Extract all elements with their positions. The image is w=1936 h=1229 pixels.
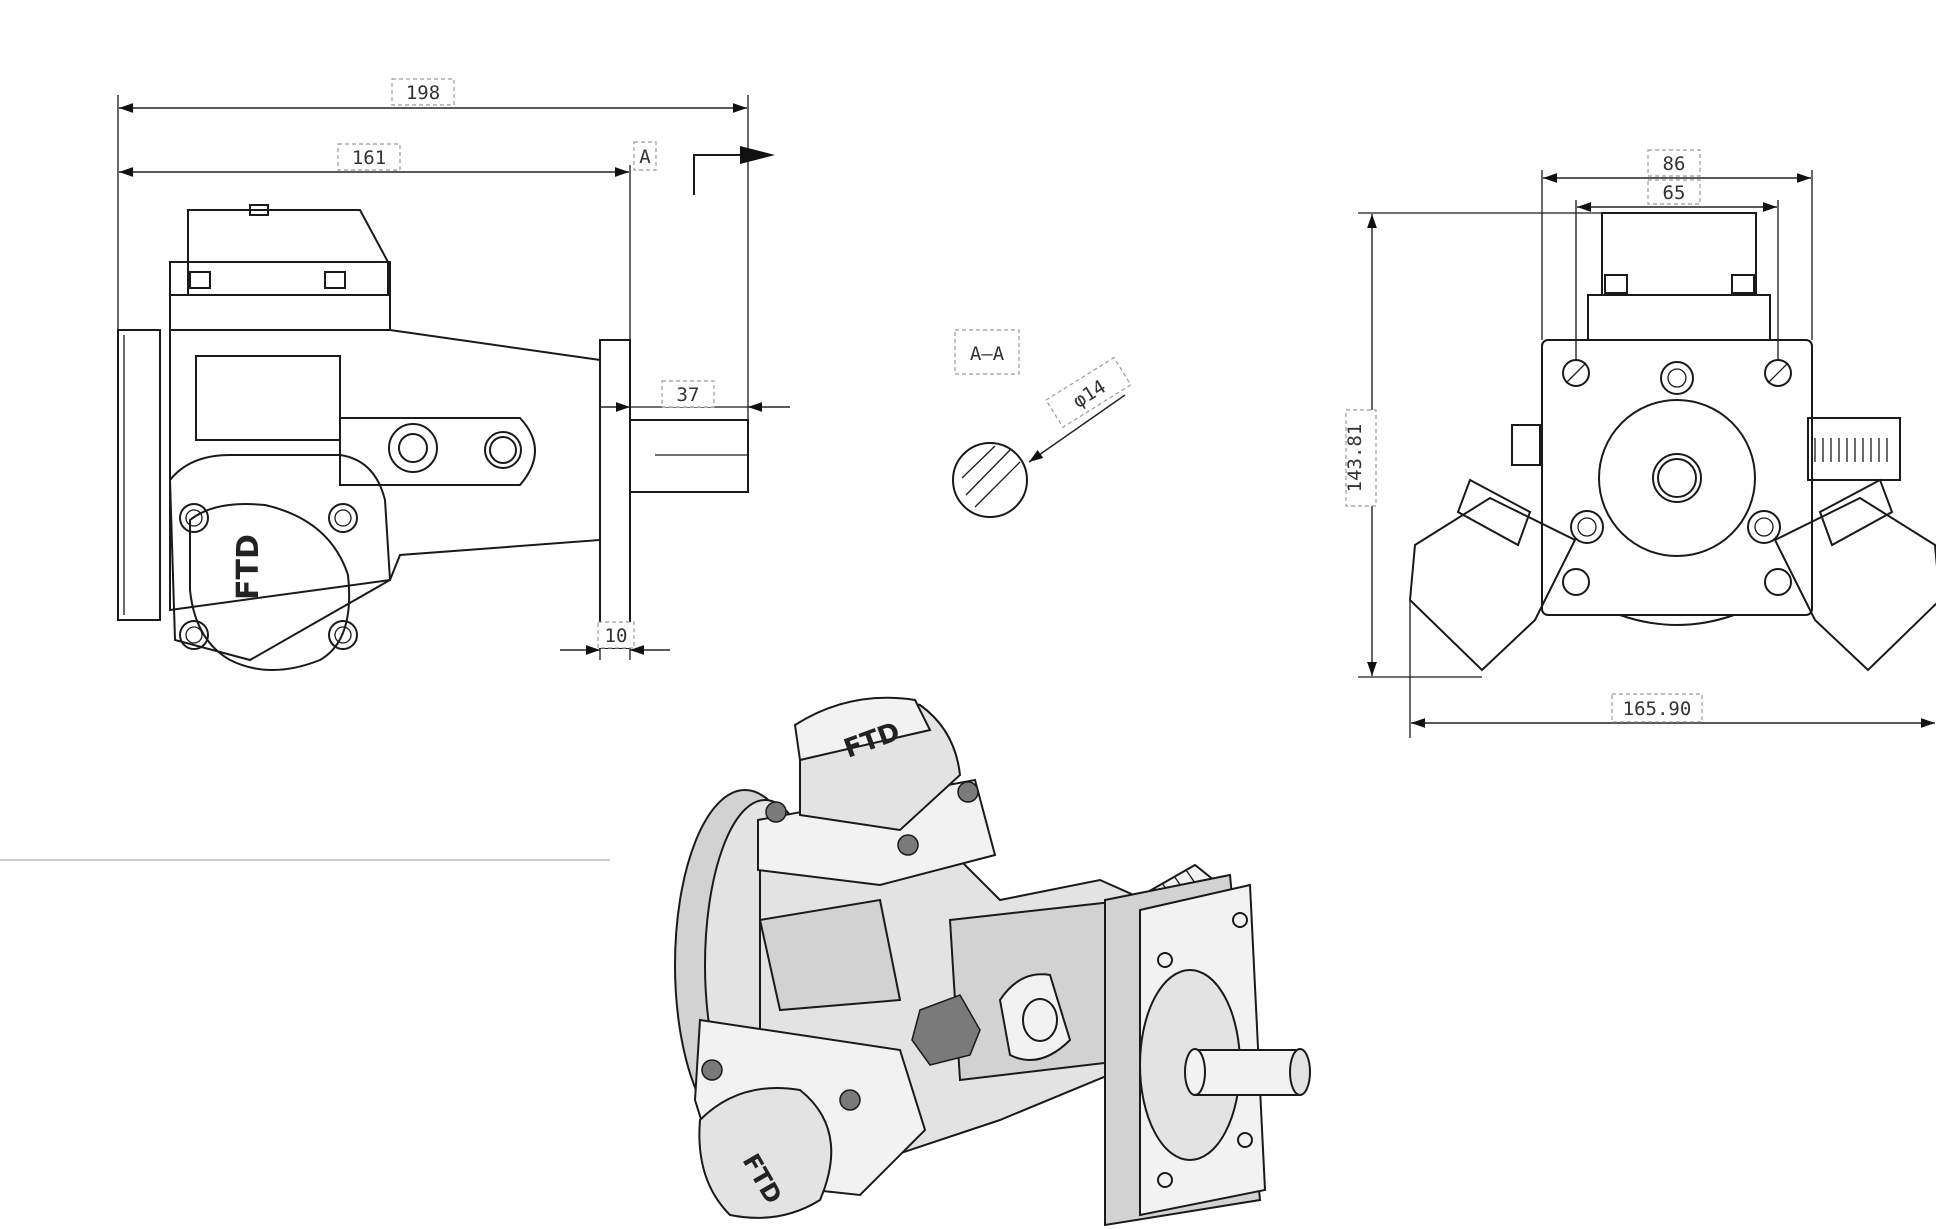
front-view: 86 65 143.81 165.90 bbox=[1344, 149, 1936, 738]
dim-198: 198 bbox=[406, 82, 440, 104]
dim-86: 86 bbox=[1663, 153, 1686, 175]
side-view-outline: FTD bbox=[117, 204, 749, 671]
side-view-bolts bbox=[179, 503, 358, 650]
front-view-dimensions: 86 65 143.81 165.90 bbox=[1344, 149, 1935, 738]
dim-165-90: 165.90 bbox=[1623, 698, 1692, 720]
side-view-dimensions: 198 161 A 37 10 bbox=[117, 78, 790, 660]
section-label: A–A bbox=[970, 343, 1005, 365]
section-arrow-icon bbox=[740, 146, 775, 164]
dim-37: 37 bbox=[677, 384, 700, 406]
side-view: FTD 198 161 A bbox=[117, 78, 790, 671]
dim-161: 161 bbox=[352, 147, 386, 169]
isometric-view: FTD FTD bbox=[674, 696, 1311, 1227]
section-a-a: A–A φ14 bbox=[952, 329, 1132, 518]
dim-65: 65 bbox=[1663, 182, 1686, 204]
dim-10: 10 bbox=[605, 625, 628, 647]
side-view-logo: FTD bbox=[231, 534, 266, 600]
thread-lines bbox=[1814, 438, 1888, 462]
dim-143-81: 143.81 bbox=[1344, 424, 1366, 493]
section-marker-a: A bbox=[639, 146, 651, 168]
